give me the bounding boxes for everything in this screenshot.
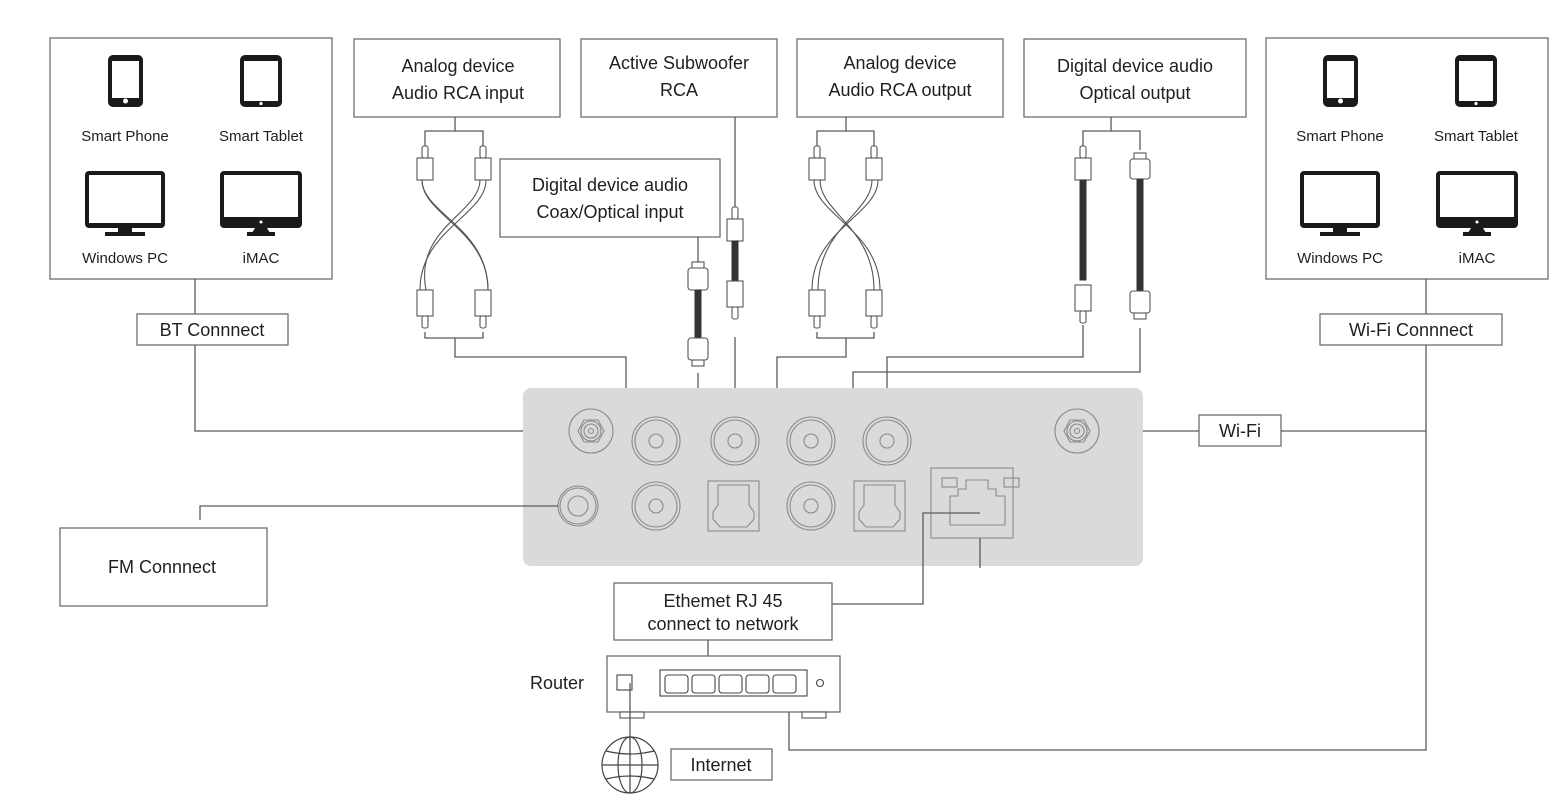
digital-input-box: [499, 158, 721, 238]
analog-output-box: [796, 38, 1004, 118]
wire-ethernet: [832, 512, 980, 605]
imac-icon: [1436, 171, 1518, 236]
monitor-icon: [85, 171, 165, 236]
digital-output-coax-cable: [1074, 145, 1092, 324]
wifi-device-group: Smart Phone Smart Tablet Windows PC iMAC: [1265, 37, 1549, 280]
digital-input-line1: Digital device audio: [532, 175, 688, 195]
fm-connect-label: FM Connnect: [108, 557, 216, 577]
digital-input-line2: Coax/Optical input: [536, 202, 683, 222]
digital-output-box: [1023, 38, 1247, 118]
analog-input-line2: Audio RCA input: [392, 83, 524, 103]
analog-input-rca-cable: [416, 117, 492, 339]
wifi-antenna-port[interactable]: [1054, 408, 1100, 454]
analog-input-box: [353, 38, 561, 118]
subwoofer-line2: RCA: [660, 80, 698, 100]
tablet-icon: [240, 55, 282, 107]
digital-output-line1: Digital device audio: [1057, 56, 1213, 76]
subwoofer-line1: Active Subwoofer: [609, 53, 749, 73]
rear-panel: [523, 388, 1143, 566]
bt-connect-label: BT Connnect: [160, 320, 265, 340]
router-label: Router: [530, 673, 584, 693]
fm-connect-box: [59, 527, 268, 607]
optical-jack-digital-in[interactable]: [707, 480, 760, 532]
bt-device-label: iMAC: [243, 250, 280, 267]
subwoofer-rca-cable: [726, 117, 744, 320]
wire-wifi-to-router: [788, 345, 1427, 751]
wifi-connect-box: [1319, 313, 1503, 346]
analog-output-rca-cable: [808, 117, 883, 339]
imac-icon: [220, 171, 302, 236]
ethernet-rj45-port[interactable]: [930, 467, 1020, 539]
rca-jack-subwoofer[interactable]: [710, 416, 760, 466]
bt-device-label: Smart Phone: [81, 128, 169, 145]
monitor-icon: [1300, 171, 1380, 236]
wifi-devices-box: [1265, 37, 1549, 280]
internet-label: Internet: [690, 755, 751, 775]
internet-box: [670, 748, 773, 781]
router-icon: [606, 655, 841, 719]
rear-panel-body: [523, 388, 1143, 566]
digital-output-optical-cable: [1129, 152, 1151, 320]
coax-jack-digital-out[interactable]: [862, 416, 912, 466]
smartphone-icon: [108, 55, 143, 107]
smartphone-icon: [1323, 55, 1358, 107]
wire-fm: [199, 505, 558, 520]
bt-device-label: Smart Tablet: [219, 128, 304, 145]
tablet-icon: [1455, 55, 1497, 107]
ethernet-line1: Ethemet RJ 45: [663, 591, 782, 611]
bt-antenna-port[interactable]: [568, 408, 614, 454]
subwoofer-box: [580, 38, 778, 118]
digital-input-optical-cable: [687, 237, 709, 367]
wifi-antenna-label: Wi-Fi: [1219, 421, 1261, 441]
digital-output-line2: Optical output: [1079, 83, 1190, 103]
analog-input-line1: Analog device: [401, 56, 514, 76]
bt-devices-box: [49, 37, 333, 280]
globe-icon: [601, 736, 659, 794]
wire-bt-to-antenna: [194, 345, 590, 432]
wifi-device-label: iMAC: [1459, 250, 1496, 267]
bt-device-group: Smart Phone Smart Tablet Windows PC iMAC: [49, 37, 333, 280]
ethernet-line2: connect to network: [647, 614, 799, 634]
rca-jack-analog-in-right[interactable]: [631, 481, 681, 531]
optical-jack-digital-out[interactable]: [853, 480, 906, 532]
bt-device-label: Windows PC: [82, 250, 168, 267]
wifi-device-label: Smart Phone: [1296, 128, 1384, 145]
wifi-connect-label: Wi-Fi Connnect: [1349, 320, 1473, 340]
bt-connect-box: [136, 313, 289, 346]
ethernet-box: [613, 582, 833, 641]
wifi-device-label: Smart Tablet: [1434, 128, 1519, 145]
rca-jack-analog-in-left[interactable]: [631, 416, 681, 466]
wire-digital-output-split: [1082, 117, 1112, 146]
wifi-antenna-box: [1198, 414, 1282, 447]
wire-digital-output-split-2: [1111, 130, 1141, 150]
analog-output-line2: Audio RCA output: [828, 80, 971, 100]
rca-jack-analog-out-left[interactable]: [786, 416, 836, 466]
analog-output-line1: Analog device: [843, 53, 956, 73]
wifi-device-label: Windows PC: [1297, 250, 1383, 267]
rca-jack-analog-out-right[interactable]: [786, 481, 836, 531]
